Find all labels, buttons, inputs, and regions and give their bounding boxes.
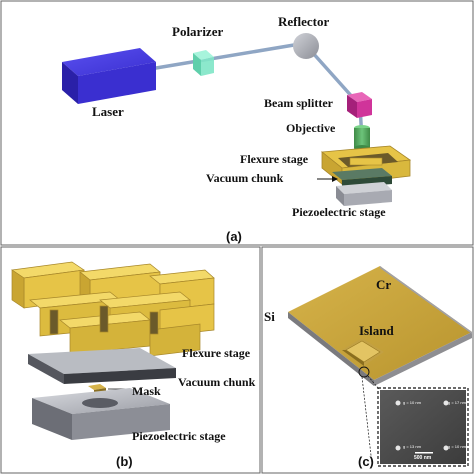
sem-gap-3: g = 13 nm bbox=[403, 444, 421, 449]
vacuum-chunk-b bbox=[28, 348, 176, 384]
flexure-stage-b bbox=[11, 261, 215, 357]
label-objective-a: Objective bbox=[286, 121, 336, 135]
label-beam-splitter-a: Beam splitter bbox=[264, 96, 333, 110]
sem-gap-4: g = 10 nm bbox=[448, 444, 466, 449]
panel-a-frame bbox=[0, 0, 474, 246]
substrate-slab bbox=[288, 266, 472, 386]
label-vacuum-chunk-b: Vacuum chunk bbox=[178, 375, 256, 389]
piezoelectric-stage-b bbox=[32, 388, 170, 440]
label-si-c: Si bbox=[264, 309, 275, 324]
label-mask-b: Mask bbox=[132, 384, 161, 398]
label-laser-a: Laser bbox=[92, 104, 124, 119]
island-recess bbox=[342, 338, 384, 366]
reflector-sphere bbox=[293, 33, 319, 59]
sem-inset bbox=[377, 387, 469, 467]
polarizer-cube bbox=[193, 50, 214, 76]
label-piezoelectric-stage-a: Piezoelectric stage bbox=[292, 205, 386, 219]
panel-b-frame bbox=[0, 246, 261, 474]
panel-c-letter: (c) bbox=[358, 454, 374, 469]
label-polarizer-a: Polarizer bbox=[172, 24, 224, 39]
label-flexure-stage-b: Flexure stage bbox=[182, 346, 251, 360]
zoom-line-2 bbox=[361, 376, 373, 465]
piezoelectric-stage-a bbox=[336, 182, 392, 206]
label-flexure-stage-a: Flexure stage bbox=[240, 152, 309, 166]
label-island-c: Island bbox=[359, 323, 394, 338]
sem-gap-1: g = 10 nm bbox=[403, 400, 421, 405]
panel-a-letter: (a) bbox=[226, 229, 242, 244]
beam-splitter-cube bbox=[347, 92, 372, 118]
zoom-indicator bbox=[358, 366, 370, 378]
vacuum-chunk-arrowhead-a bbox=[332, 176, 338, 182]
panel-b-letter: (b) bbox=[116, 454, 133, 469]
label-vacuum-chunk-a: Vacuum chunk bbox=[206, 171, 284, 185]
zoom-line-1 bbox=[367, 375, 379, 389]
label-piezoelectric-stage-b: Piezoelectric stage bbox=[132, 429, 226, 443]
label-reflector-a: Reflector bbox=[278, 14, 330, 29]
laser-box bbox=[62, 48, 156, 104]
label-cr-c: Cr bbox=[376, 277, 392, 292]
panel-c-frame bbox=[261, 246, 474, 474]
sem-scale-bar-label: 500 nm bbox=[414, 455, 432, 461]
sem-gap-2: g = 17 nm bbox=[448, 400, 466, 405]
